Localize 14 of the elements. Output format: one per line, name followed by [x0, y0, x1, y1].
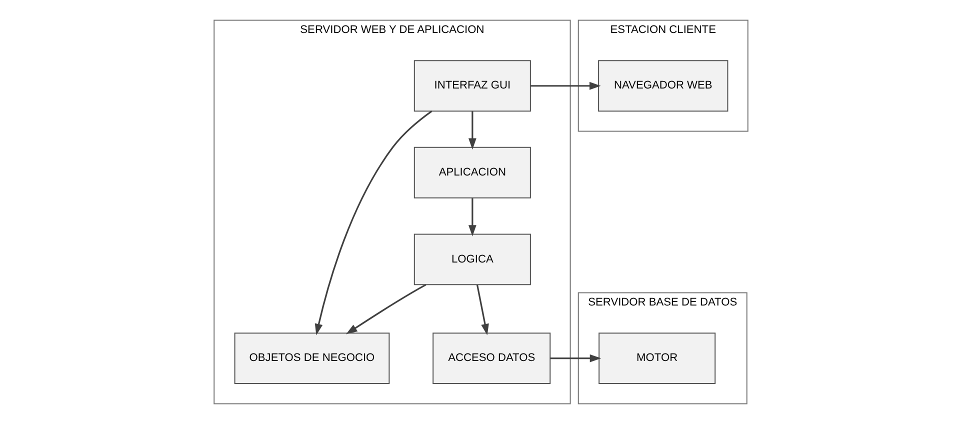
node-box: MOTOR	[598, 332, 716, 384]
arrow	[468, 111, 476, 150]
node-box: OBJETOS DE NEGOCIO	[234, 332, 390, 384]
node-box: INTERFAZ GUI	[413, 60, 530, 112]
arrow	[550, 354, 601, 362]
arrow	[476, 284, 488, 336]
node-box: ACCESO DATOS	[432, 332, 550, 384]
node-box: APLICACION	[413, 146, 530, 198]
arrow	[468, 198, 476, 236]
arrow	[530, 82, 600, 90]
node-box: LOGICA	[413, 234, 530, 286]
arrow	[314, 110, 432, 336]
node-box: NAVEGADOR WEB	[598, 60, 728, 112]
arrow	[346, 284, 426, 334]
